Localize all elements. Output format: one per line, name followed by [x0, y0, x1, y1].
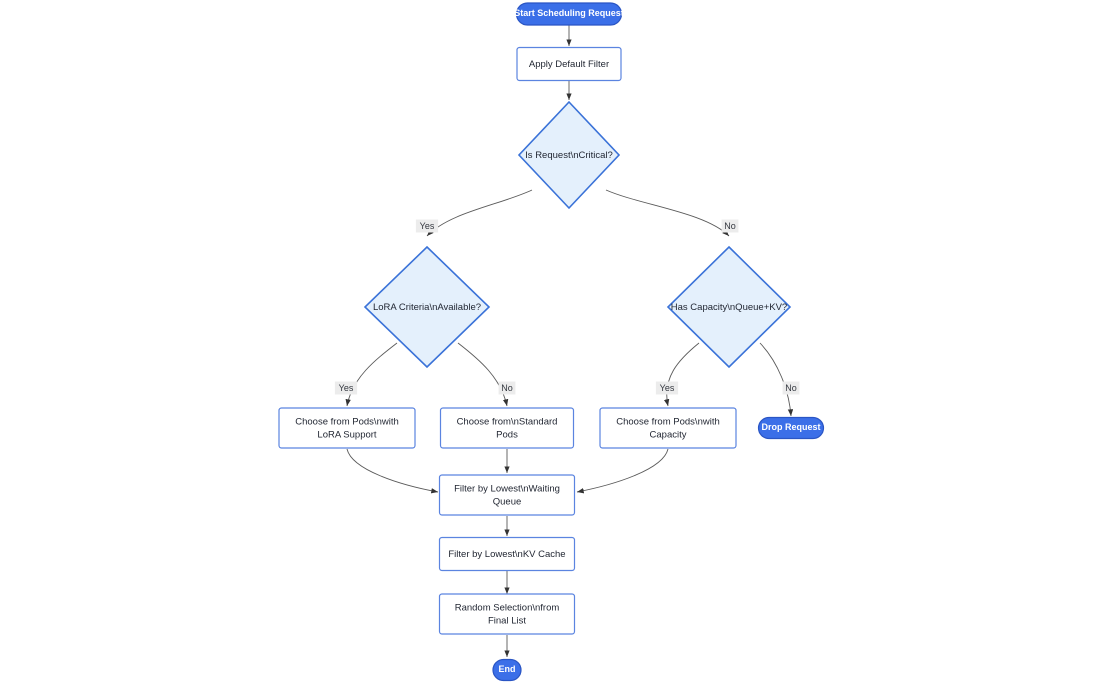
edge-label-lora_criteria-no: No — [498, 381, 516, 395]
node-label-drop_request: Drop Request — [761, 422, 820, 432]
edge-label-text: Yes — [339, 383, 354, 393]
node-is_critical[interactable]: Is Request\nCritical? — [517, 100, 621, 210]
node-label-lora_criteria: LoRA Criteria\nAvailable? — [373, 302, 481, 313]
node-shape-stadium — [757, 416, 825, 440]
edge-is_critical-to-has_capacity — [605, 189, 730, 237]
node-shape-diamond — [517, 100, 621, 210]
node-label-start: Start Scheduling Request — [514, 8, 624, 18]
node-shape-diamond — [363, 245, 491, 369]
node-start[interactable]: Start Scheduling Request — [514, 2, 624, 26]
node-shape-rect — [516, 46, 622, 82]
edge-label-has_capacity-no: No — [782, 381, 800, 395]
node-shape-rect — [438, 536, 576, 572]
edge-label-is_critical-yes: Yes — [415, 219, 439, 233]
node-shape-rect — [599, 407, 737, 449]
node-shape-stadium — [492, 658, 522, 682]
edge-label-text: No — [724, 221, 736, 231]
edge-lora_criteria-to-choose_lora_pods — [345, 342, 398, 407]
edge-has_capacity-to-drop_request — [759, 342, 794, 417]
edge-label-text: No — [785, 383, 797, 393]
node-shape-rect — [439, 407, 575, 449]
node-shape-diamond — [666, 245, 792, 369]
node-filter_kv_cache[interactable]: Filter by Lowest\nKV Cache — [438, 536, 576, 572]
node-label-end: End — [499, 664, 516, 674]
edge-label-background — [721, 219, 739, 233]
edge-choose_capacity_pods-to-filter_waiting_queue — [576, 448, 669, 494]
node-label-is_critical: Is Request\nCritical? — [525, 150, 613, 161]
node-label-filter_kv_cache: Filter by Lowest\nKV Cache — [448, 549, 565, 560]
node-shape-stadium — [515, 2, 623, 26]
edge-label-has_capacity-yes: Yes — [655, 381, 679, 395]
edge-label-is_critical-no: No — [721, 219, 739, 233]
node-shape-rect — [438, 474, 576, 516]
node-label-apply_default_filter: Apply Default Filter — [529, 59, 609, 70]
edge-lora_criteria-to-choose_standard_pods — [457, 342, 509, 407]
edge-label-text: No — [501, 383, 513, 393]
edge-label-background — [334, 381, 358, 395]
edge-label-lora_criteria-yes: Yes — [334, 381, 358, 395]
edge-label-text: Yes — [660, 383, 675, 393]
node-end[interactable]: End — [492, 658, 522, 682]
node-has_capacity[interactable]: Has Capacity\nQueue+KV? — [666, 245, 792, 369]
edge-label-background — [415, 219, 439, 233]
edge-has_capacity-to-choose_capacity_pods — [663, 342, 700, 407]
edge-label-text: Yes — [420, 221, 435, 231]
edge-choose_lora_pods-to-filter_waiting_queue — [346, 448, 439, 494]
node-apply_default_filter[interactable]: Apply Default Filter — [516, 46, 622, 82]
node-drop_request[interactable]: Drop Request — [757, 416, 825, 440]
node-shape-rect — [278, 407, 416, 449]
edge-label-background — [498, 381, 516, 395]
edge-label-background — [655, 381, 679, 395]
edges-layer — [345, 25, 794, 657]
node-lora_criteria[interactable]: LoRA Criteria\nAvailable? — [363, 245, 491, 369]
edge-is_critical-to-lora_criteria — [426, 189, 533, 237]
node-label-has_capacity: Has Capacity\nQueue+KV? — [671, 302, 787, 313]
edge-label-background — [782, 381, 800, 395]
node-shape-rect — [438, 593, 576, 635]
